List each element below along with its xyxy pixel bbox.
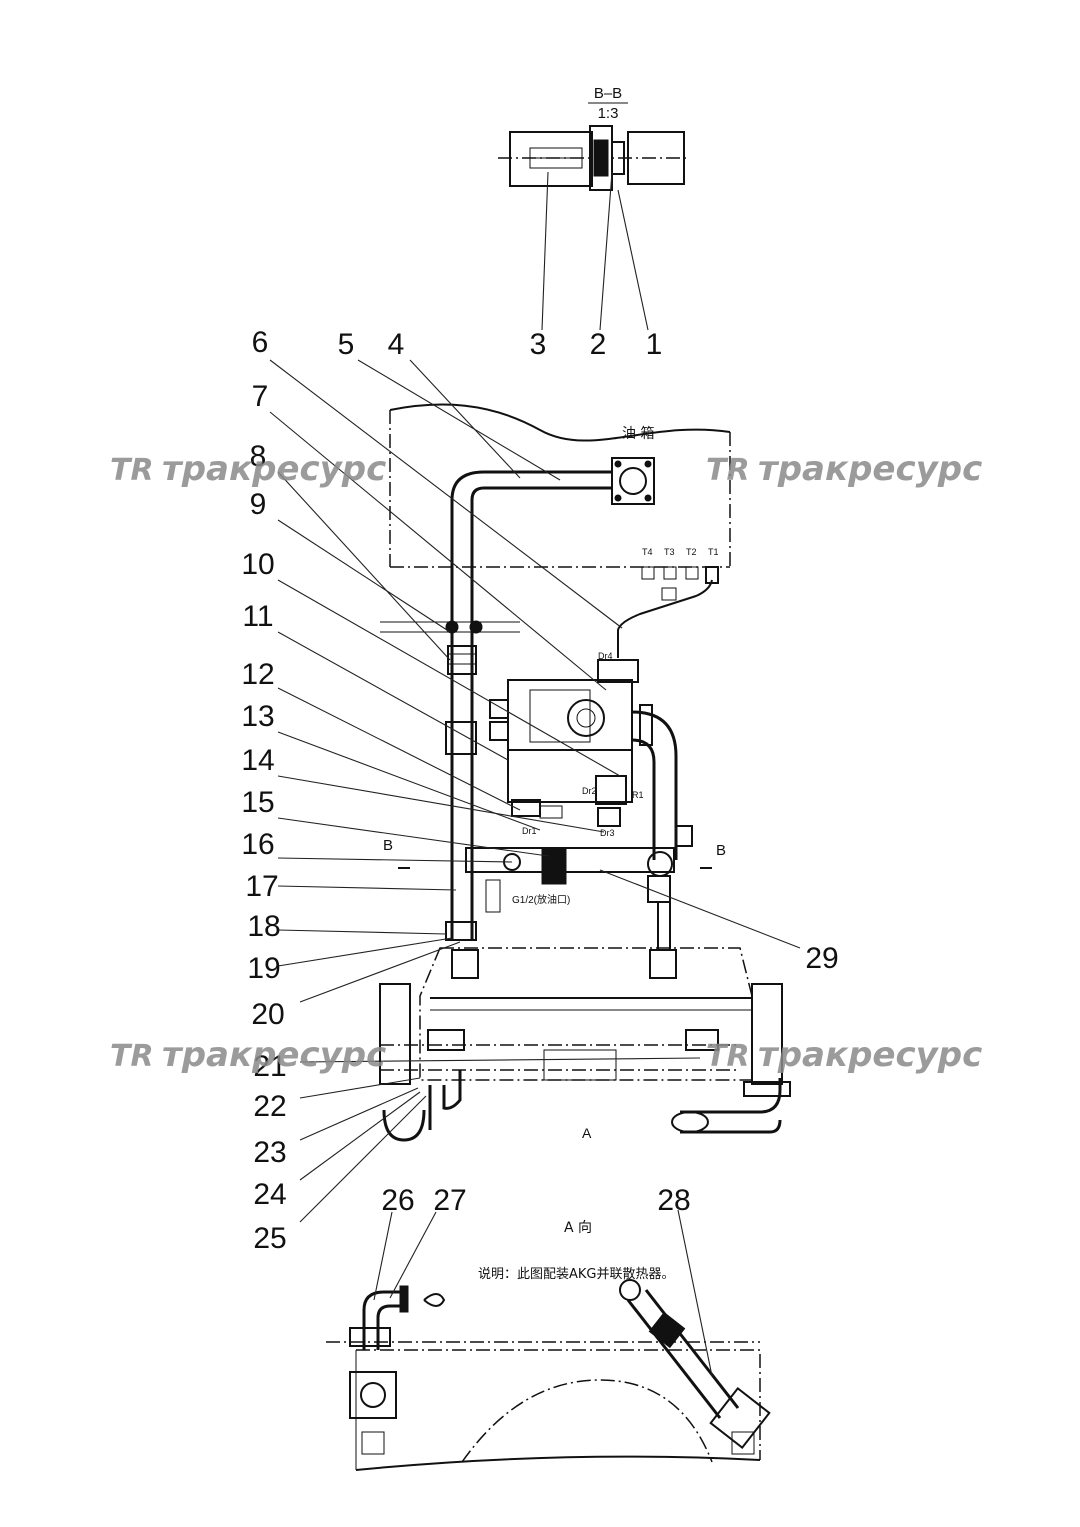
watermark-mid-right: TR тракресурс (706, 1035, 982, 1075)
drawing-note: 说明：此图配装AKG并联散热器。 (478, 1267, 675, 1282)
tank-label: 油 箱 (622, 426, 654, 442)
watermark-text: тракресурс (758, 449, 982, 489)
section-b-b-detail: B–B 1:3 (498, 85, 690, 191)
cooler-frame: A (379, 947, 791, 1142)
pump-valve-block: Dr4 Dr2 R1 Dr1 Dr3 (489, 651, 678, 860)
valve-port-dr3: Dr3 (600, 828, 615, 838)
drain-line (617, 579, 713, 658)
callout-21: 21 (253, 1050, 286, 1083)
watermark-logo: TR (706, 1039, 750, 1074)
watermark-logo: TR (110, 1039, 154, 1074)
leader-lines (269, 171, 801, 1377)
watermark-text: тракресурс (162, 1035, 386, 1075)
section-mark-right: B (716, 842, 726, 859)
watermark-top-left: TR тракресурс (110, 449, 386, 489)
watermarks: TR тракресурс TR тракресурс TR тракресур… (110, 449, 982, 1075)
callout-4: 4 (388, 328, 405, 361)
callout-2: 2 (590, 328, 607, 361)
watermark-mid-left: TR тракресурс (110, 1035, 386, 1075)
section-scale: 1:3 (598, 105, 619, 122)
valve-port-r1: R1 (632, 790, 644, 800)
callout-18: 18 (247, 910, 280, 943)
view-a: A 向 说明：此图配装AKG并联散热器。 (326, 1220, 771, 1471)
callout-25: 25 (253, 1222, 286, 1255)
callout-27: 27 (433, 1184, 466, 1217)
callout-16: 16 (241, 828, 274, 861)
port-t1: T1 (708, 547, 719, 557)
view-a-title: A 向 (564, 1220, 592, 1236)
watermark-text: тракресурс (758, 1035, 982, 1075)
valve-port-dr4: Dr4 (598, 651, 613, 661)
callout-29: 29 (805, 942, 838, 975)
port-t2: T2 (686, 547, 697, 557)
callout-9: 9 (250, 488, 267, 521)
view-arrow-a: A (582, 1125, 592, 1141)
callout-3: 3 (530, 328, 547, 361)
callout-13: 13 (241, 700, 274, 733)
valve-port-dr2: Dr2 (582, 786, 597, 796)
callout-17: 17 (245, 870, 278, 903)
watermark-logo: TR (110, 453, 154, 488)
callout-11: 11 (242, 600, 273, 633)
watermark-logo: TR (706, 453, 750, 488)
callout-24: 24 (253, 1178, 286, 1211)
callout-23: 23 (253, 1136, 286, 1169)
callout-14: 14 (241, 744, 274, 777)
section-label: B–B (594, 85, 622, 102)
return-manifold: B B G1/2(放油口) (383, 825, 726, 950)
callout-20: 20 (251, 998, 284, 1031)
callout-7: 7 (252, 380, 269, 413)
callout-26: 26 (381, 1184, 414, 1217)
callout-1: 1 (646, 328, 663, 361)
callout-28: 28 (657, 1184, 690, 1217)
watermark-top-right: TR тракресурс (706, 449, 982, 489)
callout-12: 12 (241, 658, 274, 691)
port-t3: T3 (664, 547, 675, 557)
callout-19: 19 (247, 952, 280, 985)
watermark-text: тракресурс (162, 449, 386, 489)
valve-port-dr1: Dr1 (522, 826, 537, 836)
callout-5: 5 (338, 328, 355, 361)
callout-22: 22 (253, 1090, 286, 1123)
callout-6: 6 (252, 326, 269, 359)
callout-10: 10 (241, 548, 274, 581)
thread-note: G1/2(放油口) (512, 893, 570, 906)
section-mark-left: B (383, 837, 393, 854)
callout-8: 8 (250, 440, 267, 473)
callout-numbers: 1 2 3 4 5 6 7 8 9 10 11 12 13 14 15 16 1… (241, 326, 838, 1255)
callout-15: 15 (241, 786, 274, 819)
oil-tank: 油 箱 T4 T3 T2 T1 (389, 403, 731, 601)
port-t4: T4 (642, 547, 653, 557)
